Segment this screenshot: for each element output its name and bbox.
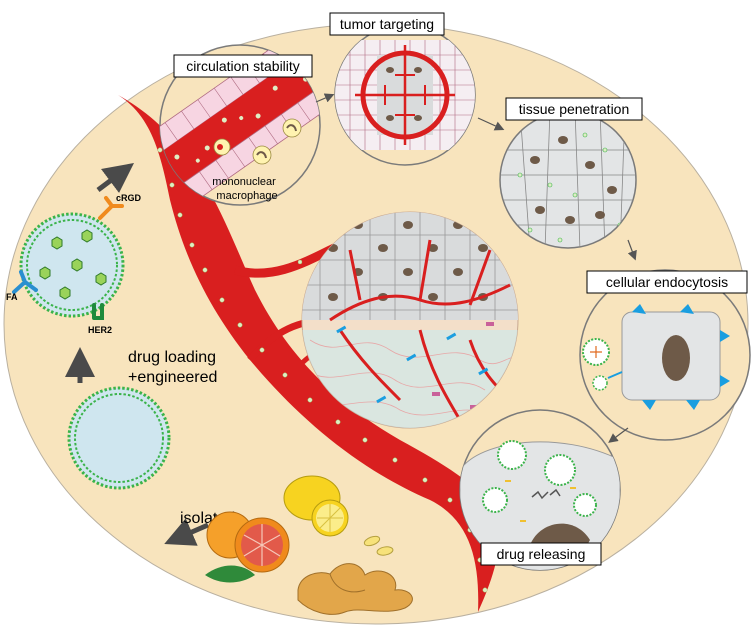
crgd-label: cRGD [116, 193, 142, 203]
exosome-vesicle-icon [582, 338, 610, 366]
process-arrows [315, 93, 637, 443]
ginger-root-icon [297, 563, 413, 615]
engineered-exosome: cRGD FA HER2 [6, 193, 142, 335]
macrophage-label-1: mononuclear [212, 176, 276, 188]
drug-loading-label-1: drug loading [128, 349, 216, 366]
tumor-sphere [301, 211, 519, 429]
ginseng-pills-icon [363, 535, 394, 556]
isolated-exosome [67, 386, 171, 490]
tissue-penetration-panel: tissue penetration [499, 97, 643, 249]
her2-label: HER2 [88, 325, 112, 335]
circulation-stability-panel: circulation stability mononuclear macrop… [159, 44, 321, 206]
fa-ligand-icon [12, 270, 38, 294]
crosshair-target-icon [355, 45, 455, 145]
drug-releasing-panel: drug releasing [459, 409, 621, 571]
macrophage-label-2: macrophage [216, 190, 277, 202]
drug-releasing-label-box [480, 542, 602, 566]
workflow-arrows [65, 163, 209, 546]
tumor-targeting-label: tumor targeting [340, 16, 434, 32]
drug-releasing-label: drug releasing [497, 546, 586, 562]
tissue-penetration-label-box [505, 97, 643, 121]
tissue-penetration-label: tissue penetration [519, 101, 630, 117]
drug-molecule-icons [39, 229, 107, 300]
circulation-stability-label: circulation stability [186, 58, 300, 74]
cellular-endocytosis-label-box [586, 270, 748, 294]
circulation-stability-label-box [173, 54, 313, 78]
cellular-endocytosis-label: cellular endocytosis [606, 274, 728, 290]
lemon-fruit-icon [283, 475, 349, 537]
fa-label: FA [6, 292, 18, 302]
crgd-ligand-icon [98, 196, 124, 220]
tumor-targeting-panel: tumor targeting [329, 12, 476, 166]
orange-fruit-icon [205, 511, 290, 583]
tumor-targeting-label-box [329, 12, 445, 36]
plant-sources [205, 475, 413, 615]
drug-loading-label-2: +engineered [128, 369, 217, 386]
macrophage-icon [213, 118, 302, 165]
cellular-endocytosis-panel: cellular endocytosis [579, 269, 751, 441]
her2-ligand-icon [92, 303, 104, 320]
